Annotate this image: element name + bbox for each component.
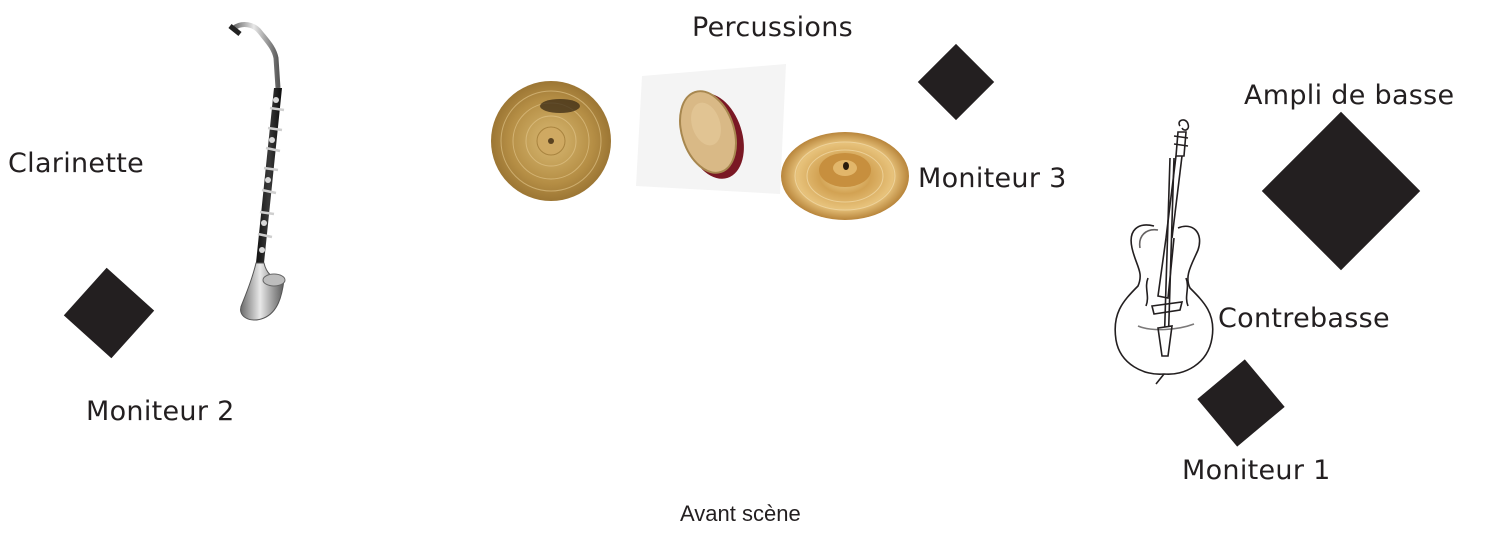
label-contrebasse: Contrebasse: [1218, 305, 1390, 332]
label-avant-scene: Avant scène: [680, 503, 801, 525]
splash-cymbal-icon: [780, 130, 910, 222]
monitor-2-icon: [64, 268, 154, 358]
label-ampli-de-basse: Ampli de basse: [1244, 82, 1454, 109]
bass-amp-icon: [1262, 112, 1420, 270]
label-clarinette: Clarinette: [8, 150, 144, 177]
crash-cymbal-icon: [490, 80, 612, 202]
hand-drum-icon: [636, 64, 786, 199]
label-moniteur-3: Moniteur 3: [918, 165, 1067, 192]
label-moniteur-2: Moniteur 2: [86, 398, 235, 425]
label-percussions: Percussions: [692, 14, 853, 41]
clarinet-icon: [212, 18, 312, 328]
double-bass-icon: [1108, 118, 1223, 386]
monitor-3-icon: [918, 44, 994, 120]
label-moniteur-1: Moniteur 1: [1182, 457, 1331, 484]
